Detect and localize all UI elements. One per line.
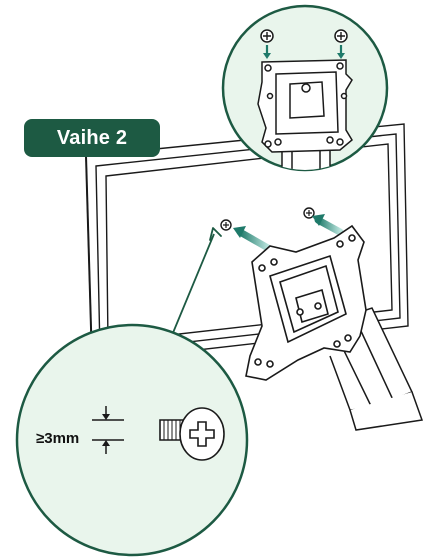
direction-arrow-icon bbox=[312, 214, 344, 236]
screw-icon bbox=[334, 29, 348, 43]
screw-icon bbox=[159, 407, 225, 461]
monitor-screw-top-left bbox=[220, 219, 232, 231]
monitor-screw-top-right bbox=[303, 207, 315, 219]
screw-length-label: ≥3mm bbox=[36, 430, 80, 447]
screw-detail-callout bbox=[15, 323, 249, 557]
plate-detail-callout bbox=[221, 4, 389, 172]
step-badge: Vaihe 2 bbox=[24, 119, 160, 157]
down-arrow-icon bbox=[337, 45, 345, 59]
screw-icon bbox=[260, 29, 274, 43]
down-arrow-icon bbox=[263, 45, 271, 59]
detail-pointer-line bbox=[169, 233, 215, 341]
direction-arrow-icon bbox=[233, 226, 272, 252]
vesa-plate bbox=[245, 224, 367, 381]
measurement-indicator bbox=[92, 406, 124, 454]
